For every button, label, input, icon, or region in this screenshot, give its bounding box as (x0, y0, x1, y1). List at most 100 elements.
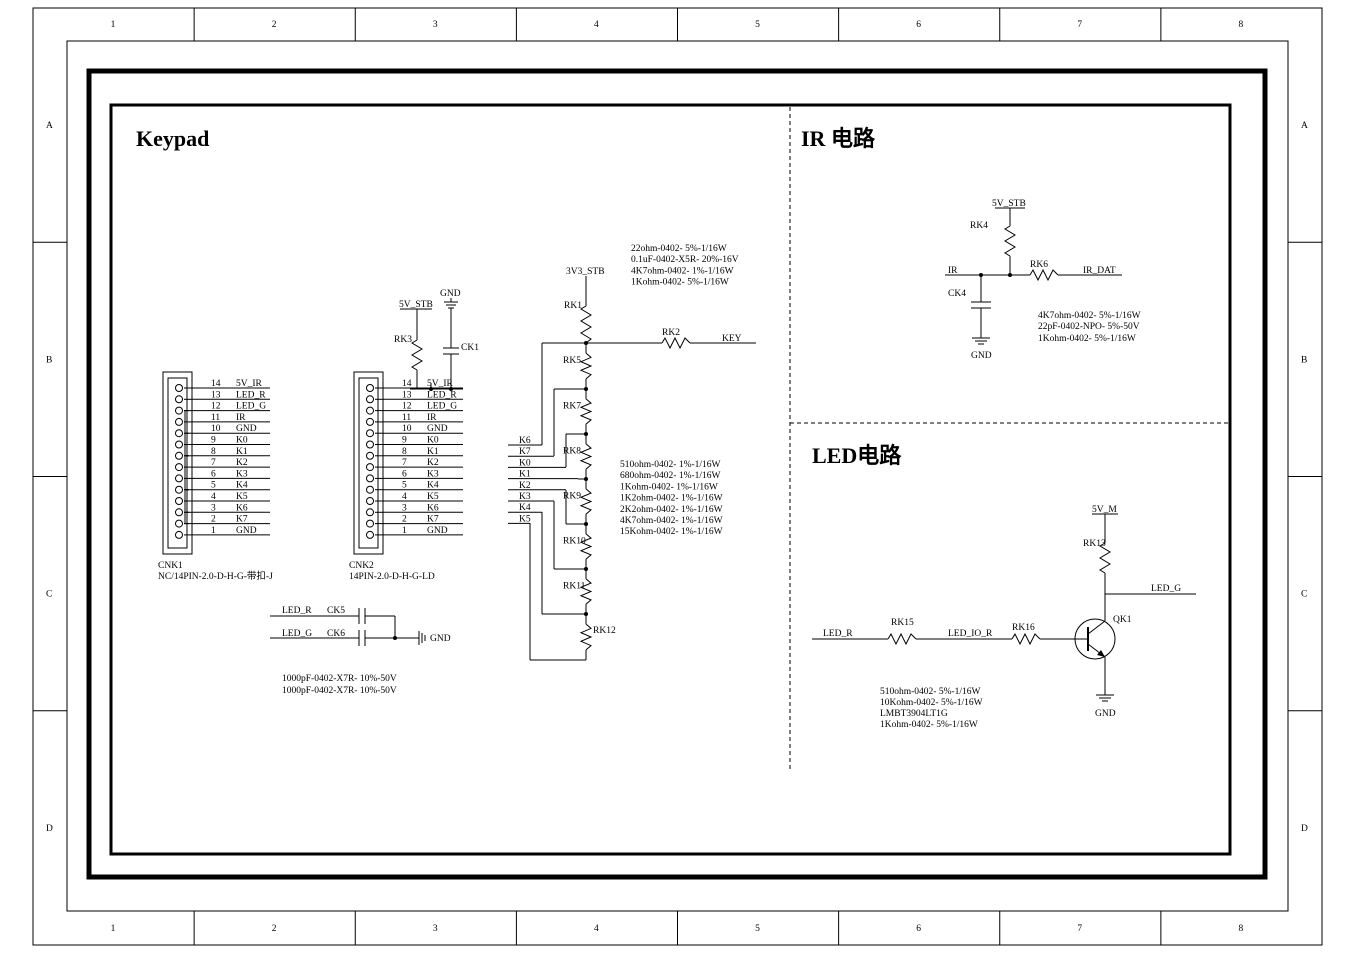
cnk1-pin-1 (175, 530, 183, 539)
cnk2-pin-net-14: 5V_IR (427, 379, 454, 389)
cnk1-pin-3 (175, 508, 183, 517)
ladder-value-top-2: 0.1uF-0402-X5R- 20%-16V (631, 255, 739, 265)
zone-col-bottom-8: 8 (1238, 924, 1243, 934)
rk5-label: RK5 (563, 356, 581, 366)
cnk2-pin-number-12: 12 (402, 402, 412, 412)
cnk2-pin-4 (366, 497, 374, 505)
zone-col-bottom-4: 4 (594, 924, 599, 934)
ck5-label: CK5 (327, 606, 345, 616)
zone-row-left-B: B (46, 355, 52, 365)
zone-row-left-A: A (46, 121, 53, 131)
net-key: KEY (722, 334, 742, 344)
cnk2-part: 14PIN-2.0-D-H-G-LD (349, 572, 435, 582)
rk4-label: RK4 (970, 221, 988, 231)
cnk2-pin-net-1: GND (427, 526, 448, 536)
resistor-rk9 (579, 488, 593, 515)
cnk2-pin-3 (366, 508, 374, 517)
cnk1-pin-number-13: 13 (211, 390, 221, 400)
key-resistor-ladder: 3V3_STB RK1 RK2 KEY RK5RK7RK8RK9RK10RK11… (508, 244, 756, 661)
ladder-value-top-3: 4K7ohm-0402- 1%-1/16W (631, 266, 734, 276)
cnk1-pin-net-10: GND (236, 424, 257, 434)
qk1-label: QK1 (1113, 615, 1132, 625)
cnk2-pin-5 (366, 485, 374, 494)
zone-col-top-8: 8 (1238, 20, 1243, 30)
cnk2-pin-number-8: 8 (402, 447, 407, 457)
rk9-label: RK9 (563, 492, 581, 502)
led-circuit: 5V_M RK13 LED_G LED_R RK15 LED_IO_R RK16… (812, 505, 1196, 730)
ladder-net-k1: K1 (519, 470, 531, 480)
resistor-rk16 (1011, 632, 1041, 646)
net-5v-m: 5V_M (1092, 505, 1117, 515)
cnk1-pin-net-8: K1 (236, 447, 248, 457)
zone-col-top-2: 2 (272, 20, 277, 30)
cnk2-pin-net-3: K6 (427, 503, 439, 513)
cnk2-pin-8 (366, 451, 374, 460)
rk6-label: RK6 (1030, 260, 1048, 270)
led-value-4: 1Kohm-0402- 5%-1/16W (880, 720, 978, 730)
cnk2-pin-10 (366, 429, 374, 438)
filter-cap-value-2: 1000pF-0402-X7R- 10%-50V (282, 686, 397, 696)
ladder-value-mid-4: 1K2ohm-0402- 1%-1/16W (620, 494, 723, 504)
zone-col-bottom-3: 3 (433, 924, 438, 934)
cnk1-pin-net-3: K6 (236, 503, 248, 513)
cnk2-pin-net-9: K0 (427, 436, 439, 446)
resistor-rk13 (1099, 542, 1111, 574)
ladder-net-k0: K0 (519, 458, 531, 468)
cnk1-pin-number-4: 4 (211, 492, 216, 502)
gnd-label-ir: GND (971, 351, 992, 361)
resistor-rk1 (580, 305, 592, 344)
cnk1-pin-14 (175, 384, 183, 392)
cnk2-pin-14 (366, 384, 374, 392)
cnk1-pin-12 (175, 406, 183, 415)
cnk1-pin-number-1: 1 (211, 526, 216, 536)
cnk1-pin-4 (175, 497, 183, 505)
cnk1-pin-number-10: 10 (211, 424, 221, 434)
net-5v-stb-keypad: 5V_STB (399, 300, 433, 310)
net-led-g-filter: LED_G (282, 629, 312, 639)
cnk2-pin-net-12: LED_G (427, 402, 457, 412)
led-filter-caps: LED_R CK5 LED_G CK6 GND 1000pF-0402-X7R-… (270, 606, 451, 696)
ladder-net-k7: K7 (519, 447, 531, 457)
keypad-power-network: 5V_STB RK3 GND CK1 (394, 289, 479, 391)
section-title-led: LED电路 (812, 443, 902, 468)
rk8-label: RK8 (563, 447, 581, 457)
gnd-label-keypad: GND (440, 289, 461, 299)
cnk2-pin-number-9: 9 (402, 436, 407, 446)
cnk1-pin-net-1: GND (236, 526, 257, 536)
net-led-r-in: LED_R (823, 629, 853, 639)
cnk2-pin-net-5: K4 (427, 481, 439, 491)
ladder-net-k3: K3 (519, 492, 531, 502)
resistor-rk15 (887, 632, 917, 646)
cnk1-pin-net-5: K4 (236, 481, 248, 491)
cnk1-pin-2 (175, 519, 183, 528)
net-ir: IR (948, 266, 958, 276)
rk3-label: RK3 (394, 335, 412, 345)
ir-circuit: 5V_STB RK4 IR RK6 IR_DAT CK4 GND 4K7ohm-… (945, 199, 1141, 361)
zone-row-right-B: B (1301, 355, 1307, 365)
cnk2-pin-12 (366, 406, 374, 415)
cnk2-pin-number-14: 14 (402, 379, 412, 389)
cnk1-pin-number-7: 7 (211, 458, 216, 468)
cnk2-pin-number-4: 4 (402, 492, 407, 502)
zone-row-right-A: A (1301, 121, 1308, 131)
rk7-label: RK7 (563, 402, 581, 412)
net-ir-dat: IR_DAT (1083, 266, 1116, 276)
zone-col-top-3: 3 (433, 20, 438, 30)
cnk2-pin-net-2: K7 (427, 515, 439, 525)
cnk1-pin-10 (175, 429, 183, 438)
net-3v3-stb: 3V3_STB (566, 267, 605, 277)
ck4-label: CK4 (948, 289, 966, 299)
led-value-1: 510ohm-0402- 5%-1/16W (880, 687, 981, 697)
zone-col-bottom-1: 1 (111, 924, 116, 934)
cnk2-pin-number-5: 5 (402, 481, 407, 491)
ladder-net-k2: K2 (519, 481, 531, 491)
cnk2-pin-number-13: 13 (402, 390, 412, 400)
cnk1-pin-net-7: K2 (236, 458, 248, 468)
cnk1-pin-7 (175, 463, 183, 472)
cnk2-pin-number-11: 11 (402, 413, 411, 423)
cnk1-pin-number-9: 9 (211, 436, 216, 446)
net-led-r-filter: LED_R (282, 606, 312, 616)
